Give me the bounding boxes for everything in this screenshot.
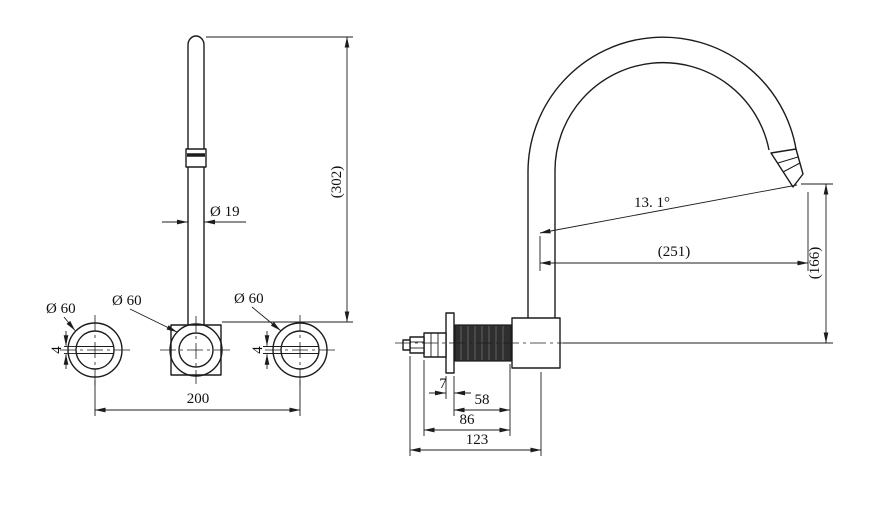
dimension-handle-spacing: 200 xyxy=(94,380,301,416)
spout-tube xyxy=(185,35,207,326)
shank-depth-label: 86 xyxy=(460,412,476,428)
leader-line xyxy=(63,316,76,331)
spout-outlet xyxy=(770,148,804,188)
spout-reach-label: (251) xyxy=(658,244,691,260)
spout-gooseneck xyxy=(527,36,804,318)
dimension-shank-depth: 86 xyxy=(423,360,511,436)
dimension-center-body-diameter: Ø 60 xyxy=(112,293,178,333)
outlet-band-line xyxy=(777,156,799,164)
spout-tube-outline xyxy=(187,35,205,326)
inlet-nipple xyxy=(409,336,425,354)
dimension-spout-reach: (251) xyxy=(539,192,809,271)
locknut xyxy=(423,332,447,358)
center-body-diameter-label: Ø 60 xyxy=(112,293,142,309)
spout-diameter-label: Ø 19 xyxy=(210,204,240,220)
dimension-shank-length: 58 xyxy=(453,364,511,436)
base-inner-circle xyxy=(178,332,214,368)
right-handle-diameter-label: Ø 60 xyxy=(234,291,264,307)
left-handle xyxy=(60,315,130,385)
spout-base xyxy=(160,316,232,384)
right-handle xyxy=(265,315,335,385)
dimension-left-handle-diameter: Ø 60 xyxy=(46,301,76,331)
dimension-overall-height: (302) xyxy=(206,36,353,323)
dimension-left-slot-width: 4 xyxy=(49,331,78,369)
dimension-right-handle-diameter: Ø 60 xyxy=(234,291,281,331)
spout-inner-curve xyxy=(554,61,770,318)
spout-angle-label: 13. 1° xyxy=(634,195,670,211)
dimension-overall-depth: 123 xyxy=(409,356,542,456)
dimension-spout-height: (166) xyxy=(563,183,833,344)
leader-line xyxy=(251,306,281,331)
left-slot-width-label: 4 xyxy=(49,346,65,354)
handle-spacing-label: 200 xyxy=(187,391,210,407)
side-view: 13. 1° (251) (166) 7 58 xyxy=(395,36,833,456)
front-view: Ø 19 (302) Ø 60 Ø 60 Ø 60 4 xyxy=(46,35,353,416)
dimension-spout-angle: 13. 1° xyxy=(539,184,798,234)
spout-outer-curve xyxy=(527,36,797,318)
right-slot-width-label: 4 xyxy=(250,346,266,354)
inlet-end-cap xyxy=(402,339,411,351)
spout-joint-band xyxy=(185,148,207,168)
dimension-spout-diameter: Ø 19 xyxy=(162,204,246,225)
overall-height-label: (302) xyxy=(329,166,345,199)
left-handle-diameter-label: Ø 60 xyxy=(46,301,76,317)
outlet-band-line xyxy=(782,162,801,173)
angle-reference-line xyxy=(539,184,798,234)
overall-depth-label: 123 xyxy=(466,432,489,448)
flange-thickness-label: 7 xyxy=(439,376,447,392)
dimension-right-slot-width: 4 xyxy=(250,331,283,369)
shank-length-label: 58 xyxy=(475,392,490,408)
leader-line xyxy=(129,308,178,333)
spout-height-label: (166) xyxy=(807,247,823,280)
